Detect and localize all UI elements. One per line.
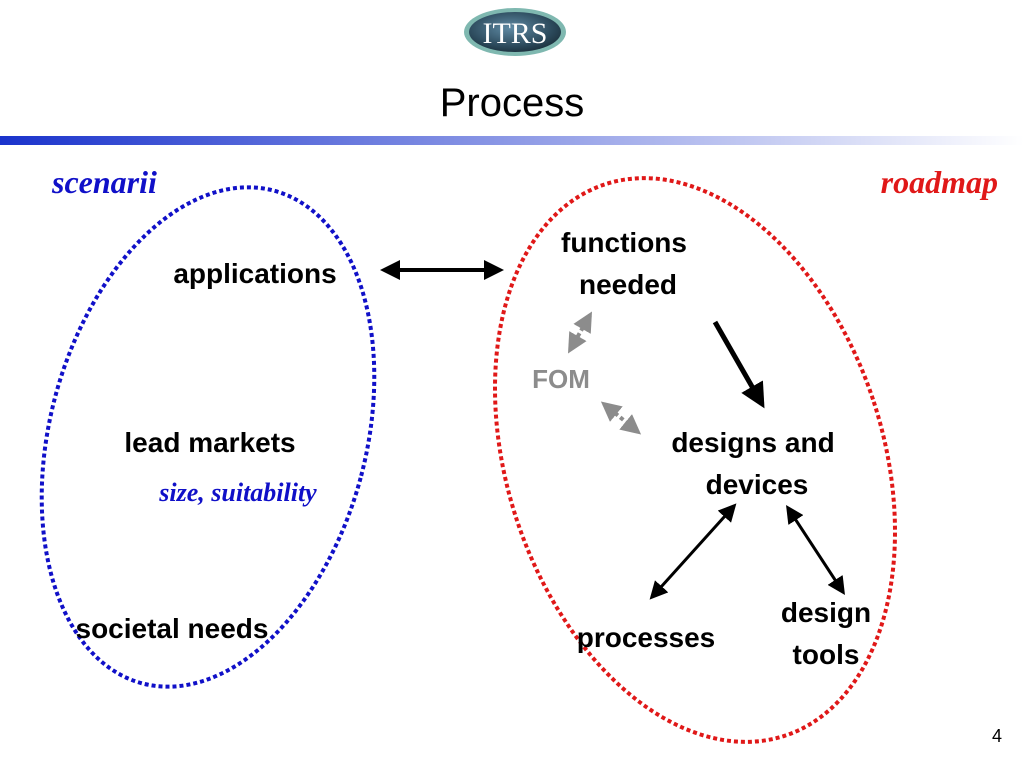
logo-text: ITRS: [482, 17, 547, 50]
fom-designs-arrow: [600, 401, 642, 435]
designs-processes-arrow: [649, 503, 737, 600]
node-functions-needed-line2: needed: [579, 269, 677, 300]
node-design-tools-line2: tools: [793, 639, 860, 670]
node-design-tools-line1: design: [781, 597, 871, 628]
node-designs-devices-line1: designs and: [671, 427, 834, 458]
node-processes: processes: [577, 622, 716, 653]
scenarii-label: scenarii: [51, 164, 157, 200]
node-designs-devices-line2: devices: [706, 469, 809, 500]
itrs-logo: ITRS: [464, 8, 566, 56]
node-societal-needs: societal needs: [76, 613, 269, 644]
page-number: 4: [992, 726, 1002, 746]
node-applications: applications: [173, 258, 336, 289]
roadmap-ellipse: [493, 176, 897, 744]
scenarii-ellipse: [39, 185, 377, 689]
node-lead-markets: lead markets: [124, 427, 295, 458]
node-fom: FOM: [532, 364, 590, 394]
roadmap-label: roadmap: [881, 164, 998, 200]
functions-fom-arrow: [568, 311, 592, 354]
logo-globe: [469, 12, 561, 52]
designs-tools-arrow: [786, 504, 845, 596]
functions-designs-arrow: [712, 320, 765, 409]
title-divider: [0, 136, 1024, 145]
page-title: Process: [440, 81, 585, 125]
node-functions-needed-line1: functions: [561, 227, 687, 258]
node-lead-markets-sub: size, suitability: [158, 478, 317, 507]
